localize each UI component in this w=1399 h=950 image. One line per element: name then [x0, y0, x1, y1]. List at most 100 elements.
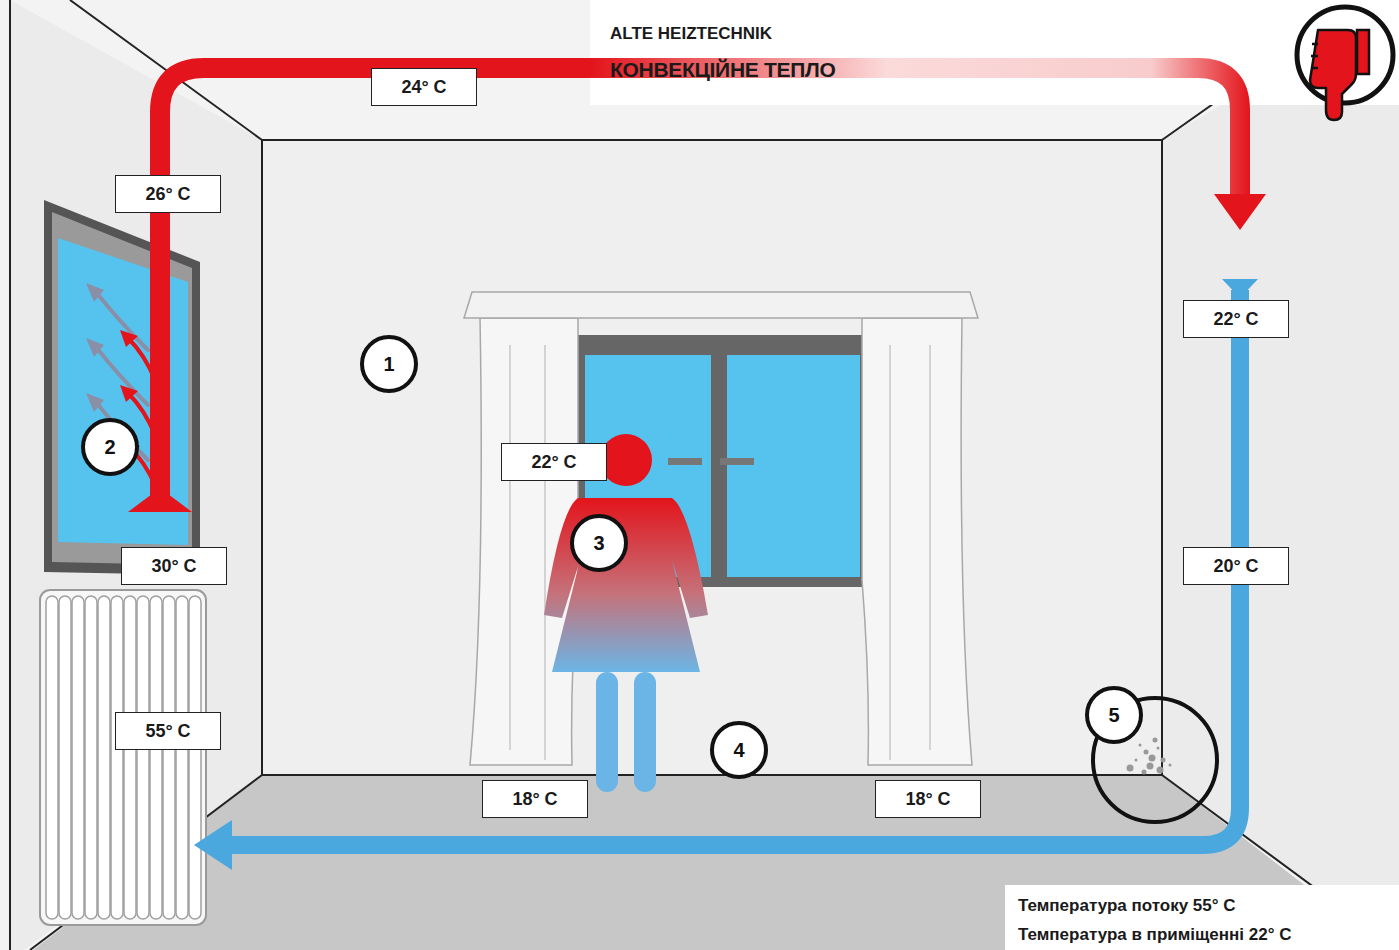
radiator-fin [176, 596, 188, 919]
mould-spot [1153, 738, 1158, 743]
radiator-part [40, 590, 206, 925]
callout-circle: 1 [359, 334, 419, 394]
callout-ring [712, 723, 766, 777]
callout-number: 5 [1108, 704, 1119, 727]
note-panel [1005, 885, 1399, 950]
radiator-fin [111, 596, 123, 919]
side-window [44, 200, 200, 575]
room-edges [10, 0, 1399, 950]
subtitle-label: ALTE HEIZTECHNIK [610, 24, 772, 44]
radiator-fin [85, 596, 97, 919]
callout-circle: 2 [80, 417, 140, 477]
curtains [464, 292, 978, 765]
curtains-part [862, 318, 972, 765]
curtains-part [510, 345, 930, 760]
mould-spot [1147, 763, 1154, 770]
mould-spot [1127, 765, 1134, 772]
thumbs-down-icon [1297, 7, 1393, 120]
diagram-title: КОНВЕКЦІЙНЕ ТЕПЛО [610, 58, 835, 82]
main-window-part [720, 458, 754, 465]
main-window-part [727, 355, 860, 577]
temperature-value: 22° C [1213, 309, 1258, 330]
radiator-fin [98, 596, 110, 919]
main-window-part [668, 458, 702, 465]
temperature-value: 18° C [512, 789, 557, 810]
curtains-part [464, 292, 978, 318]
temperature-value: 20° C [1213, 556, 1258, 577]
temperature-box: 22° C [1183, 300, 1289, 338]
callout-circle: 3 [569, 513, 629, 573]
callout-number: 3 [593, 532, 604, 555]
callout-ring [572, 516, 626, 570]
side-window-part [44, 200, 200, 575]
callout-number: 4 [733, 739, 744, 762]
temperature-value: 22° C [531, 452, 576, 473]
callout-circle: 5 [1084, 685, 1144, 745]
thumbs-down-icon-part [1357, 30, 1369, 74]
convection-flow-part [232, 290, 1240, 845]
temperature-box: 20° C [1183, 547, 1289, 585]
radiator-fin [72, 596, 84, 919]
callout-number: 2 [104, 436, 115, 459]
arrow-heads-part [120, 385, 138, 402]
note-text: Температура потоку 55° C [1018, 896, 1236, 916]
temperature-value: 30° C [151, 556, 196, 577]
mould-spot [1142, 770, 1147, 775]
thumbs-down-icon-part [1310, 30, 1356, 120]
radiator-fin [163, 596, 175, 919]
temperature-value: 55° C [145, 721, 190, 742]
mould-spots [1127, 738, 1172, 775]
radiator-fin [137, 596, 149, 919]
arrow-heads-part [86, 283, 104, 302]
floor [20, 775, 1399, 950]
person-figure [544, 434, 708, 792]
callout-ring [1087, 688, 1141, 742]
note-text: Температура в приміщенні 22° C [1018, 925, 1292, 945]
person-figure-part [596, 672, 618, 792]
person-figure-part [544, 498, 708, 672]
temperature-box: 22° C [501, 443, 607, 481]
temperature-box: 24° C [371, 68, 477, 106]
arrow-heads-part [86, 338, 104, 357]
radiator-fin [189, 596, 201, 919]
mould-spot [1157, 747, 1160, 750]
callout-ring [362, 337, 416, 391]
flow-arrowhead [1222, 279, 1258, 298]
temperature-value: 26° C [145, 184, 190, 205]
mould-spot [1157, 767, 1164, 774]
back-wall [262, 140, 1162, 775]
room-edges-part [9, 0, 11, 950]
temperature-box: 26° C [115, 175, 221, 213]
mould-spot [1139, 744, 1142, 747]
person-figure-part [634, 672, 656, 792]
temperature-box: 18° C [875, 780, 981, 818]
convection-flow [160, 68, 1240, 845]
temperature-value: 18° C [905, 789, 950, 810]
mould-spot [1161, 758, 1166, 763]
radiator-fin [59, 596, 71, 919]
radiator-fin [150, 596, 162, 919]
mould-spot [1169, 764, 1172, 767]
thumbs-down-icon-part [1311, 44, 1318, 68]
flow-arrowhead [128, 488, 192, 512]
convection-flow-part [160, 68, 592, 505]
flow-arrowhead [194, 820, 232, 870]
side-window-part [52, 212, 192, 565]
heat-loss-arrows-part [96, 292, 148, 350]
radiator-fin [46, 596, 58, 919]
callout-circle: 4 [709, 720, 769, 780]
arrow-heads-part [120, 330, 138, 347]
flow-arrowhead [1214, 194, 1266, 230]
radiator [40, 590, 206, 925]
temperature-value: 24° C [401, 77, 446, 98]
callout-number: 1 [383, 353, 394, 376]
callout-ring [83, 420, 137, 474]
person-figure-part [600, 434, 652, 486]
radiator-fin [124, 596, 136, 919]
mould-spot [1149, 755, 1156, 762]
mould-spot [1144, 750, 1149, 755]
temperature-box: 18° C [482, 780, 588, 818]
temperature-box: 55° C [115, 712, 221, 750]
